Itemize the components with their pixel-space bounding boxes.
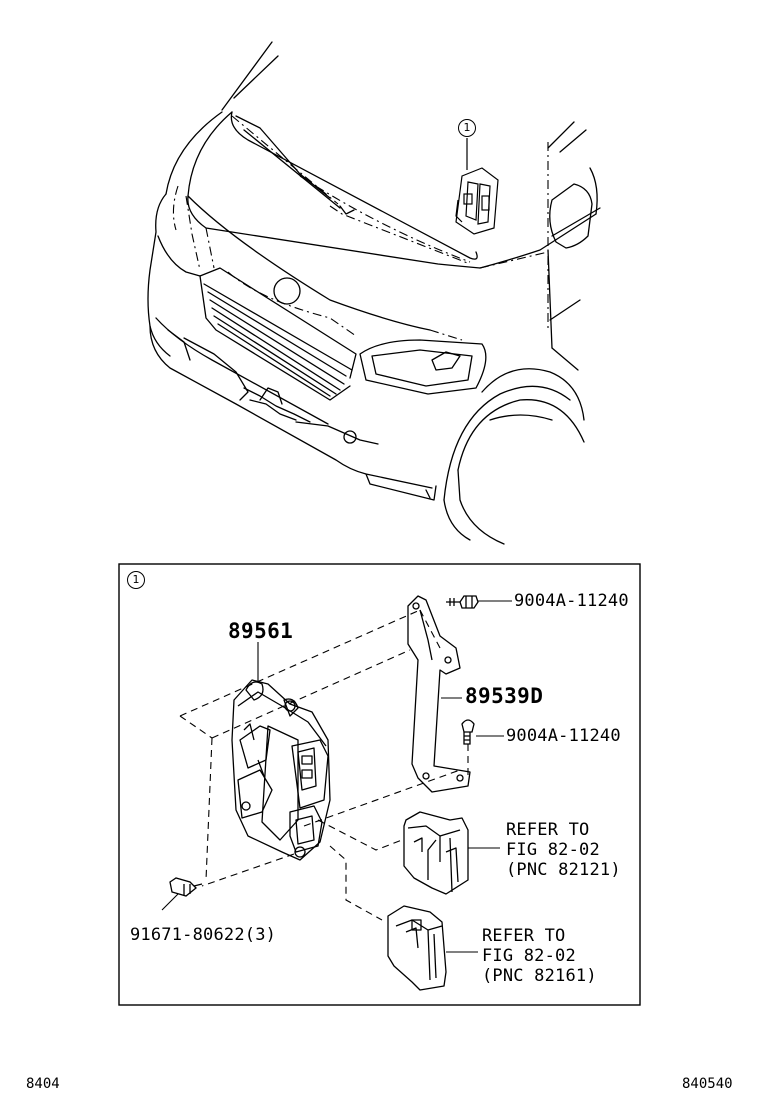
reference-note-1-line2: FIG 82-02	[506, 840, 600, 860]
footer-left-code: 8404	[26, 1076, 60, 1092]
reference-note-1-line1: REFER TO	[506, 820, 590, 840]
reference-note-1-line3: (PNC 82121)	[506, 860, 621, 880]
footer-right-code: 840540	[682, 1076, 733, 1092]
part-number-ecu: 89561	[228, 619, 294, 643]
part-number-bolt-top: 9004A-11240	[514, 591, 629, 611]
part-number-screw: 91671-80622(3)	[130, 925, 277, 945]
reference-note-2-line1: REFER TO	[482, 926, 566, 946]
part-number-bracket: 89539D	[465, 684, 544, 708]
reference-note-2-line2: FIG 82-02	[482, 946, 576, 966]
vehicle-illustration	[147, 41, 601, 545]
part-number-bolt-mid: 9004A-11240	[506, 726, 621, 746]
reference-note-2: REFER TO FIG 82-02 (PNC 82161)	[482, 926, 597, 986]
reference-note-2-line3: (PNC 82161)	[482, 966, 597, 986]
callout-marker-vehicle: 1	[458, 119, 476, 137]
callout-marker-detail: 1	[127, 571, 145, 589]
reference-note-1: REFER TO FIG 82-02 (PNC 82121)	[506, 820, 621, 880]
